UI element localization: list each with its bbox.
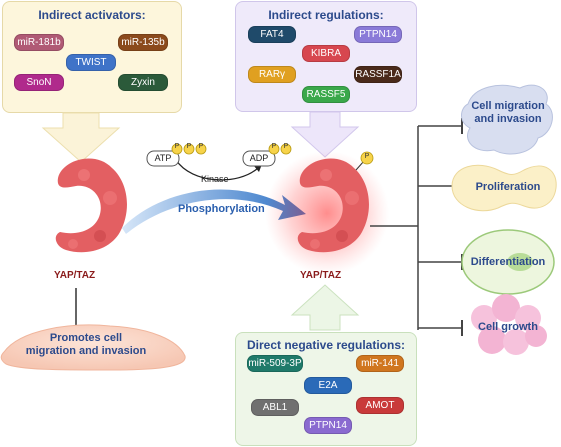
atp-label: ATP [154, 153, 172, 163]
kinase-label: Kinase [201, 174, 229, 184]
outcome-differentiation: Differentiation [470, 256, 546, 268]
pill-ptpn14-top: PTPN14 [354, 26, 402, 43]
pill-fat4: FAT4 [248, 26, 296, 43]
phosphate-atp-1: P [174, 143, 180, 150]
pill-e2a: E2A [304, 377, 352, 394]
pill-mir-509-3p: miR-509-3P [247, 355, 303, 372]
outcome-cell-growth: Cell growth [478, 321, 538, 333]
negative-regulations-arrow [290, 284, 360, 331]
left-protein-label: YAP/TAZ [54, 270, 96, 281]
outcome-proliferation: Proliferation [475, 181, 541, 193]
yap-taz-right-protein [297, 158, 369, 253]
indirect-activators-title: Indirect activators: [38, 8, 146, 22]
indirect-regulations-title: Indirect regulations: [268, 8, 384, 22]
left-cell-label: Promotes cell migration and invasion [25, 332, 147, 357]
phosphate-atp-2: P [186, 143, 192, 150]
pill-twist: TWIST [66, 54, 116, 71]
pill-rassf1a: RASSF1A [354, 66, 402, 83]
pill-mir-181b: miR-181b [14, 34, 64, 51]
outcome-cell-migration: Cell migration and invasion [471, 100, 545, 125]
pill-rar-gamma: RARγ [248, 66, 296, 83]
phosphorylation-label: Phosphorylation [178, 203, 265, 215]
phosphate-atp-3: P [198, 143, 204, 150]
right-protein-label: YAP/TAZ [300, 270, 342, 281]
pill-rassf5: RASSF5 [302, 86, 350, 103]
phosphate-protein-label: P [364, 153, 370, 160]
indirect-activators-panel: Indirect activators: [2, 1, 182, 113]
direct-negative-regulations-title: Direct negative regulations: [246, 338, 406, 352]
pill-snon: SnoN [14, 74, 64, 91]
pill-mir-141: miR-141 [356, 355, 404, 372]
activators-arrow [41, 112, 121, 163]
phosphate-adp-1: P [271, 143, 277, 150]
pill-mir-135b: miR-135b [118, 34, 168, 51]
pill-ptpn14-bottom: PTPN14 [304, 417, 352, 434]
pill-kibra: KIBRA [302, 45, 350, 62]
pill-abl1: ABL1 [251, 399, 299, 416]
regulations-arrow [290, 111, 360, 158]
pill-zyxin: Zyxin [118, 74, 168, 91]
yap-taz-left-protein [55, 158, 127, 253]
adp-label: ADP [249, 153, 269, 163]
pill-amot: AMOT [356, 397, 404, 414]
phosphate-adp-2: P [283, 143, 289, 150]
